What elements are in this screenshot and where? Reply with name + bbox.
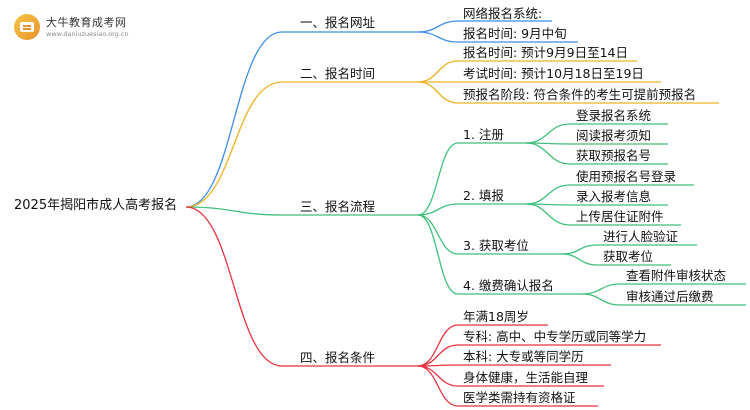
branch-1-label: 一、报名网址	[300, 15, 376, 30]
branch-3-label: 三、报名流程	[300, 199, 376, 214]
step-3-item: 进行人脸验证	[603, 229, 679, 244]
connector-step-4-item	[581, 283, 621, 295]
branch-1-item: 网络报名系统:	[463, 6, 543, 21]
step-1-label: 1. 注册	[463, 127, 504, 142]
step-2-item: 使用预报名号登录	[576, 169, 677, 184]
branch-2-item: 报名时间: 预计9月9日至14日	[463, 45, 628, 60]
step-4-item: 查看附件审核状态	[626, 268, 727, 283]
connector-root-branch-2	[185, 81, 283, 208]
step-1-item: 阅读报考须知	[576, 128, 652, 143]
step-1-item: 获取预报名号	[576, 148, 652, 163]
step-4-label: 4. 缴费确认报名	[463, 278, 554, 293]
connector-branch-1-item	[417, 31, 459, 43]
book-icon	[14, 14, 40, 40]
connector-branch-3-step	[417, 214, 459, 255]
connector-branch-3-step	[417, 214, 459, 295]
connector-branch-2-item	[417, 60, 459, 83]
root-node: 2025年揭阳市成人高考报名	[14, 198, 178, 213]
connector-step-4-item	[581, 293, 621, 306]
connector-step-2-item	[525, 184, 571, 205]
connector-root-branch-3	[185, 206, 283, 216]
connector-branch-4-item	[417, 365, 459, 407]
connector-step-3-item	[561, 253, 598, 266]
step-3-item: 获取考位	[603, 249, 654, 264]
step-3-label: 3. 获取考位	[463, 238, 529, 253]
site-logo: 大牛教育成考网 www.daniuzuesiao.org.cn	[8, 10, 158, 46]
step-2-label: 2. 填报	[463, 188, 504, 203]
connector-branch-2-item	[417, 81, 459, 104]
step-2-item: 录入报考信息	[576, 189, 652, 204]
branch-4-item: 医学类需持有资格证	[463, 390, 576, 405]
connector-step-3-item	[561, 244, 598, 255]
branch-2-label: 二、报名时间	[300, 66, 376, 81]
connector-branch-1-item	[417, 20, 459, 33]
branch-4-item: 年满18周岁	[463, 309, 529, 324]
connector-branch-4-item	[417, 365, 459, 387]
connector-root-branch-1	[185, 31, 283, 208]
branch-4-label: 四、报名条件	[300, 350, 376, 365]
connector-step-1-item	[525, 142, 571, 165]
branch-2-item: 考试时间: 预计10月18日至19日	[463, 66, 644, 81]
step-1-item: 登录报名系统	[576, 108, 652, 123]
step-4-item: 审核通过后缴费	[626, 289, 714, 304]
logo-url: www.daniuzuesiao.org.cn	[46, 30, 129, 38]
branch-4-item: 本科: 大专或等同学历	[463, 349, 584, 364]
branch-4-item: 身体健康，生活能自理	[463, 370, 589, 385]
branch-2-item: 预报名阶段: 符合条件的考生可提前预报名	[463, 87, 697, 102]
branch-1-item: 报名时间: 9月中旬	[463, 26, 567, 41]
branch-4-item: 专科: 高中、中专学历或同等学力	[463, 329, 647, 344]
connector-step-1-item	[525, 123, 571, 144]
connector-branch-4-item	[417, 344, 459, 367]
step-2-item: 上传居住证附件	[576, 209, 664, 224]
connector-branch-3-step	[417, 142, 459, 216]
connector-step-2-item	[525, 203, 571, 226]
connector-root-branch-4	[185, 206, 283, 367]
connector-branch-3-step	[417, 203, 459, 216]
connector-branch-4-item	[417, 324, 459, 367]
logo-title: 大牛教育成考网	[46, 16, 127, 29]
